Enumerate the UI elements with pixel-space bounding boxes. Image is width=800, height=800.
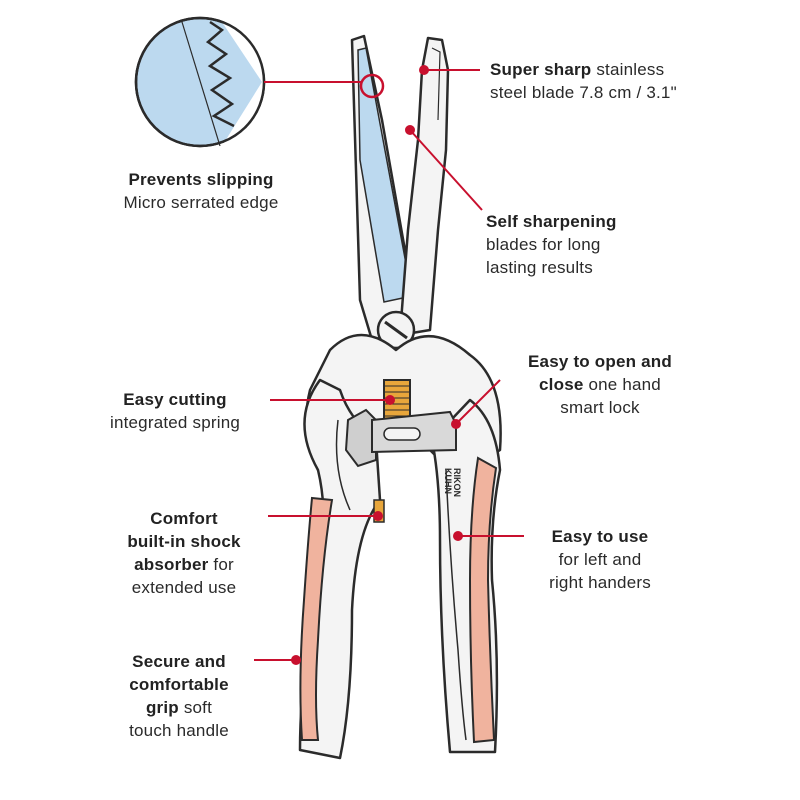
brand-stamp: KUHN RIKON <box>443 468 462 497</box>
right-soft-grip <box>468 456 498 744</box>
callout-easy-open: Easy to open and close one hand smart lo… <box>500 350 700 419</box>
callout-secure-grip-rest: soft <box>178 698 213 717</box>
svg-text:RIKON: RIKON <box>452 468 462 497</box>
serrated-blade-face <box>357 47 413 303</box>
callout-easy-use-title: Easy to use <box>551 527 649 546</box>
callout-easy-open-rest: one hand <box>583 375 661 394</box>
callout-prevents-slipping: Prevents slipping Micro serrated edge <box>96 168 306 214</box>
callout-secure-grip-title3: grip <box>145 698 179 717</box>
callout-super-sharp-rest: stainless <box>591 60 665 79</box>
callout-self-sharpening-line3: lasting results <box>486 258 593 277</box>
callout-super-sharp-line2: steel blade 7.8 cm / 3.1" <box>490 83 677 102</box>
shock-absorber <box>373 499 385 523</box>
callout-easy-open-title2: close <box>539 375 584 394</box>
callout-self-sharpening-title: Self sharpening <box>486 212 617 231</box>
callout-self-sharpening: Self sharpening blades for long lasting … <box>486 210 617 279</box>
callout-secure-grip-line4: touch handle <box>129 721 229 740</box>
callout-easy-cutting: Easy cutting integrated spring <box>80 388 270 434</box>
callout-prevents-slipping-line2: Micro serrated edge <box>123 193 279 212</box>
callout-super-sharp-title: Super sharp <box>490 60 592 79</box>
callout-easy-open-title: Easy to open and <box>528 352 672 371</box>
serrated-edge-magnifier <box>134 16 266 148</box>
callout-easy-use-line2: for left and <box>558 550 642 569</box>
callout-easy-cutting-line2: integrated spring <box>109 413 241 432</box>
callout-comfort-title: Comfort <box>150 509 218 528</box>
callout-dots <box>291 65 463 665</box>
smart-lock <box>344 408 457 468</box>
callout-secure-grip-title: Secure and <box>132 652 226 671</box>
callout-lines <box>254 69 524 661</box>
callout-secure-grip-title2: comfortable <box>129 675 229 694</box>
right-blade <box>398 36 450 337</box>
left-soft-grip <box>299 496 334 741</box>
svg-text:KUHN: KUHN <box>443 468 453 494</box>
callout-secure-grip: Secure and comfortable grip soft touch h… <box>104 650 254 742</box>
micro-serration-detail <box>205 20 235 128</box>
callout-comfort: Comfort built-in shock absorber for exte… <box>100 507 268 599</box>
callout-comfort-line4: extended use <box>131 578 237 597</box>
callout-easy-use: Easy to use for left and right handers <box>520 525 680 594</box>
callout-easy-cutting-title: Easy cutting <box>123 390 227 409</box>
callout-easy-use-line3: right handers <box>549 573 651 592</box>
callout-super-sharp: Super sharp stainless steel blade 7.8 cm… <box>490 58 677 104</box>
callout-comfort-title2: built-in shock <box>127 532 241 551</box>
callout-comfort-title3: absorber <box>134 555 209 574</box>
right-handle <box>430 398 502 754</box>
callout-self-sharpening-line2: blades for long <box>486 235 601 254</box>
callout-comfort-rest: for <box>208 555 234 574</box>
pivot-screw <box>376 310 416 350</box>
callout-prevents-slipping-title: Prevents slipping <box>128 170 274 189</box>
callout-easy-open-line3: smart lock <box>560 398 640 417</box>
